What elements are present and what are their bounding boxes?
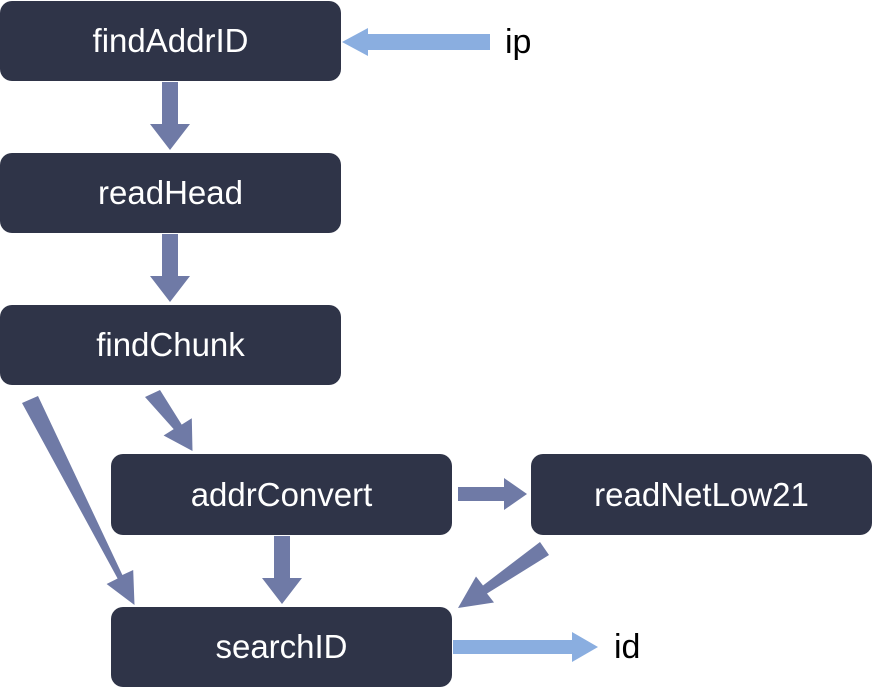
node-findaddrid: findAddrID [0,1,341,81]
arrow-readhead-to-findchunk [150,234,190,302]
node-findchunk-label: findChunk [96,326,245,363]
arrow-findchunk-to-searchid [22,396,135,605]
node-addrconvert-label: addrConvert [190,475,373,513]
input-ip-label: ip [505,23,532,61]
arrow-ip-to-findaddrid [342,28,490,56]
arrow-addrconvert-to-searchid [262,536,302,604]
node-readhead: readHead [0,153,341,233]
node-findaddrid-label: findAddrID [92,22,249,59]
arrow-addrconvert-to-readnetlow21 [458,478,527,510]
arrow-readnetlow21-to-searchid [458,542,549,608]
node-searchid: searchID [111,607,452,687]
arrow-findaddrid-to-readhead [150,82,190,150]
arrow-searchid-to-id [453,632,598,662]
arrow-findchunk-to-addrconvert [145,390,193,451]
node-readhead-label: readHead [98,174,243,211]
node-searchid-label: searchID [215,628,348,665]
node-addrconvert: addrConvert [111,454,452,535]
node-readnetlow21: readNetLow21 [531,454,872,535]
output-id-label: id [614,628,641,666]
node-findchunk: findChunk [0,305,341,385]
node-readnetlow21-label: readNetLow21 [594,475,809,513]
